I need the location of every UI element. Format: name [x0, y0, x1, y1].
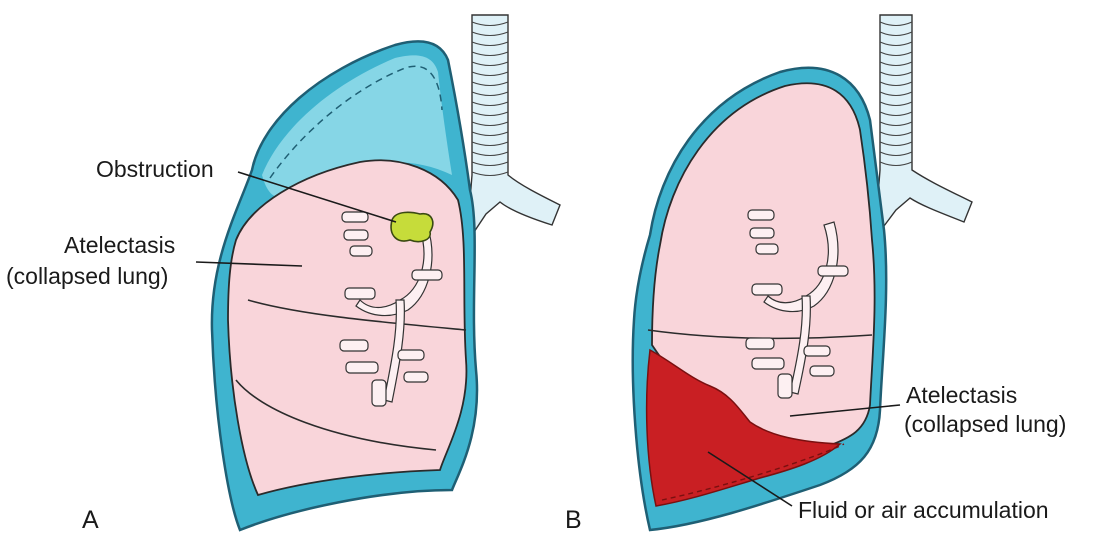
label-obstruction: Obstruction — [96, 156, 214, 182]
panel-a: Obstruction Atelectasis (collapsed lung)… — [6, 15, 560, 534]
panel-b: Atelectasis (collapsed lung) Fluid or ai… — [565, 15, 1066, 534]
trachea-b — [868, 15, 972, 226]
panel-letter-a: A — [82, 506, 99, 534]
label-atelectasis-a-line1: Atelectasis — [64, 232, 175, 258]
obstruction-mass — [391, 212, 433, 241]
collapsed-lung-a — [228, 160, 466, 495]
label-fluid-or-air: Fluid or air accumulation — [798, 497, 1049, 523]
panel-letter-b: B — [565, 506, 582, 534]
trachea-a — [458, 15, 560, 232]
label-atelectasis-a-line2: (collapsed lung) — [6, 263, 168, 289]
label-atelectasis-b-line2: (collapsed lung) — [904, 411, 1066, 437]
label-atelectasis-b-line1: Atelectasis — [906, 382, 1017, 408]
